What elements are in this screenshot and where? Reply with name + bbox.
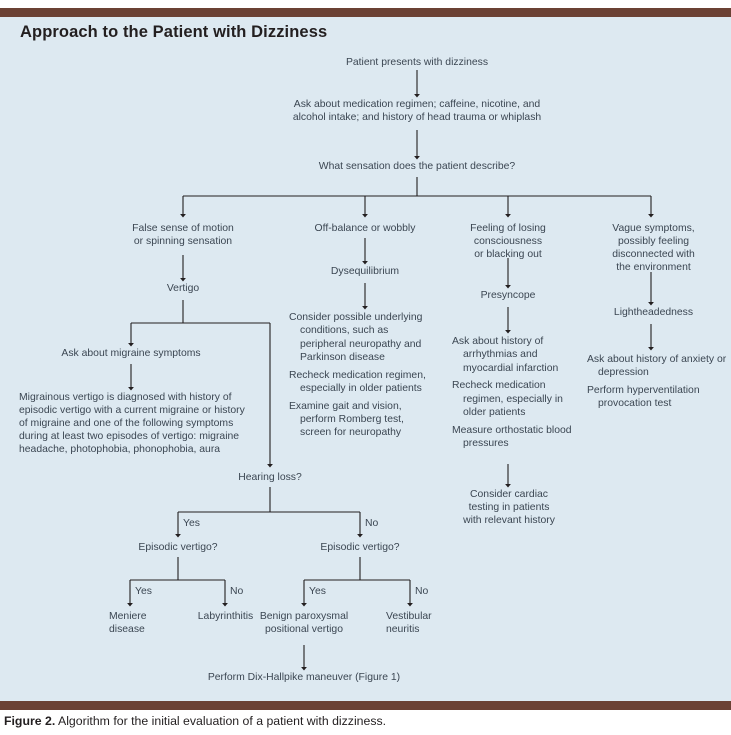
- edge-label-hearing-yes: Yes: [183, 518, 200, 529]
- edge-label-left-no: No: [230, 586, 244, 597]
- edge-label-hearing-no: No: [365, 518, 379, 529]
- branch4-action-item: Perform hyperventilation provocation tes…: [587, 385, 700, 410]
- node-hearing-loss-question: Hearing loss?: [238, 472, 302, 483]
- node-outcome-vestibular-neuritis: Vestibular neuritis: [386, 611, 432, 636]
- node-branch3-actions: Ask about history of arrhythmias and myo…: [452, 335, 576, 450]
- figure-caption-label: Figure 2.: [4, 714, 56, 728]
- page-title: Approach to the Patient with Dizziness: [20, 23, 328, 41]
- node-history-taking: Ask about medication regimen; caffeine, …: [292, 99, 542, 124]
- node-start: Patient presents with dizziness: [345, 57, 489, 68]
- branch4-action-item: Ask about history of anxiety or depressi…: [587, 354, 727, 379]
- node-outcome-meniere: Meniere disease: [109, 611, 147, 636]
- edge-label-right-yes: Yes: [309, 586, 326, 597]
- node-branch4-diagnosis: Lightheadedness: [613, 307, 694, 318]
- node-branch4-symptom: Vague symptoms, possibly feeling disconn…: [612, 223, 695, 274]
- branch3-action-item: Recheck medication regimen, especially i…: [452, 380, 563, 418]
- node-sensation-question: What sensation does the patient describe…: [318, 161, 516, 172]
- node-branch3-diagnosis: Presyncope: [480, 290, 536, 301]
- branch2-action-item: Recheck medication regimen, especially i…: [289, 369, 426, 394]
- edge-label-left-yes: Yes: [135, 586, 152, 597]
- bottom-rule-bar: [0, 701, 731, 710]
- branch2-action-item: Consider possible underlying conditions,…: [289, 312, 423, 363]
- node-episodic-vertigo-left: Episodic vertigo?: [138, 542, 218, 553]
- node-outcome-bppv: Benign paroxysmal positional vertigo: [259, 611, 349, 636]
- node-branch2-actions: Consider possible underlying conditions,…: [289, 311, 437, 440]
- node-branch1-symptom: False sense of motion or spinning sensat…: [132, 223, 234, 248]
- node-branch2-symptom: Off-balance or wobbly: [314, 223, 416, 234]
- figure-caption: Figure 2. Algorithm for the initial eval…: [4, 714, 386, 728]
- figure-caption-text: Algorithm for the initial evaluation of …: [55, 714, 387, 728]
- branch3-action-item: Measure orthostatic blood pressures: [452, 424, 572, 450]
- node-episodic-vertigo-right: Episodic vertigo?: [320, 542, 400, 553]
- node-outcome-labyrinthitis: Labyrinthitis: [197, 611, 254, 622]
- node-branch1-migraine-criteria: Migrainous vertigo is diagnosed with his…: [19, 392, 245, 456]
- node-dix-hallpike: Perform Dix-Hallpike maneuver (Figure 1): [207, 672, 401, 683]
- algorithm-panel: [0, 17, 731, 701]
- node-branch1-migraine-question: Ask about migraine symptoms: [61, 348, 201, 359]
- branch3-action-item: Ask about history of arrhythmias and myo…: [452, 336, 559, 374]
- node-branch3-cardiac-testing: Consider cardiac testing in patients wit…: [463, 489, 555, 527]
- node-branch1-diagnosis: Vertigo: [166, 283, 200, 294]
- edge-label-right-no: No: [415, 586, 429, 597]
- node-branch2-diagnosis: Dysequilibrium: [330, 266, 400, 277]
- node-branch4-actions: Ask about history of anxiety or depressi…: [587, 353, 727, 411]
- top-rule-bar: [0, 8, 731, 17]
- node-branch3-symptom: Feeling of losing consciousness or black…: [470, 223, 546, 261]
- branch2-action-item: Examine gait and vision, perform Romberg…: [289, 400, 404, 439]
